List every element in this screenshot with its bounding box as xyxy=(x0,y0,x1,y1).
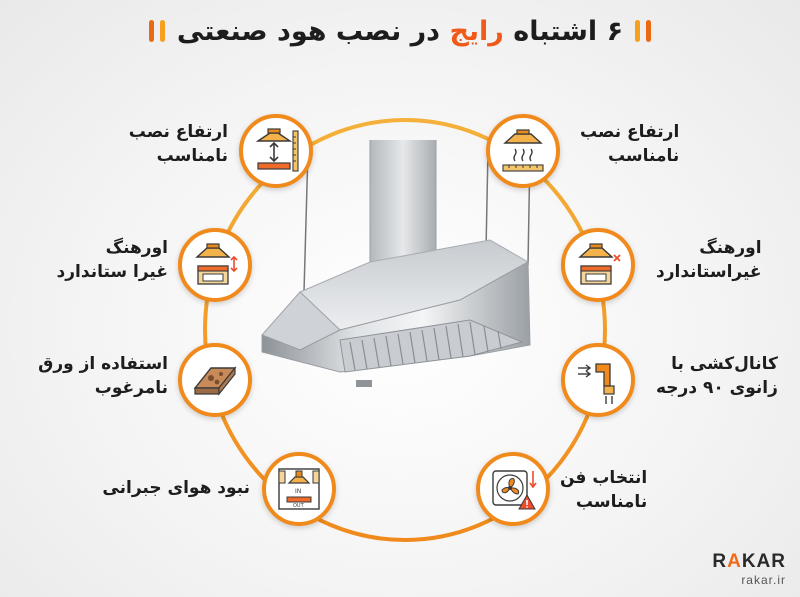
title-deco-bar xyxy=(646,20,652,42)
label-left-1: ارتفاع نصب نامناسب xyxy=(129,120,228,168)
icon-circle-left-1 xyxy=(239,114,313,188)
label-left-2-line2: غیرا ستاندارد xyxy=(56,262,168,282)
hood-filters xyxy=(339,319,524,373)
diagram-out-label: OUT xyxy=(293,503,305,509)
grease-cup xyxy=(356,380,372,387)
label-left-1-line2: نامناسب xyxy=(156,146,228,166)
label-left-3: استفاده از ورق نامرغوب xyxy=(38,352,168,400)
label-left-4: نبود هوای جبرانی xyxy=(102,476,250,500)
icon-circle-left-2 xyxy=(178,228,252,302)
title-text-rest: در نصب هود صنعتی xyxy=(176,16,441,47)
label-right-2: اورهنگ غیراستاندارد xyxy=(656,236,762,284)
label-left-3-line1: استفاده از ورق xyxy=(38,354,168,374)
makeup-air-icon: IN OUT xyxy=(278,468,320,510)
duct-elbow-icon xyxy=(578,363,615,404)
title-deco-bar xyxy=(635,20,641,42)
label-right-3-line2: زانوی ۹۰ درجه xyxy=(656,378,778,398)
orange-ring xyxy=(203,118,607,542)
page-title: ۶ اشتباه رایج در نصب هود صنعتی xyxy=(0,16,800,47)
title-deco-bar xyxy=(148,20,154,42)
hood-stove-overhang-icon xyxy=(195,243,238,285)
label-right-4-line2: نامناسب xyxy=(575,492,648,512)
label-right-4: انتخاب فن نامناسب xyxy=(560,466,647,514)
label-right-3-line1: کانال‌کشی با xyxy=(671,354,778,374)
label-right-1: ارتفاع نصب نامناسب xyxy=(580,120,679,168)
label-left-2-line1: اورهنگ xyxy=(105,238,168,258)
title-text-accent: رایج xyxy=(449,16,504,47)
icon-circle-right-4 xyxy=(476,452,550,526)
label-right-2-line2: غیراستاندارد xyxy=(656,262,762,282)
label-left-1-line1: ارتفاع نصب xyxy=(128,122,228,142)
label-left-4-line1: نبود هوای جبرانی xyxy=(102,478,250,498)
label-left-2: اورهنگ غیرا ستاندارد xyxy=(57,236,168,284)
hood-height-icon xyxy=(255,128,299,172)
label-right-1-line1: ارتفاع نصب xyxy=(580,122,680,142)
brand-logo: RAKAR rakar.ir xyxy=(712,551,786,587)
chimney xyxy=(370,140,436,268)
icon-circle-right-1 xyxy=(486,114,560,188)
title-deco-bar xyxy=(159,20,165,42)
icon-circle-left-4: IN OUT xyxy=(262,452,336,526)
hood-stove-cross-icon xyxy=(578,243,621,285)
hood-heat-ruler-icon xyxy=(502,129,544,172)
brand-name: RAKAR xyxy=(712,551,786,572)
diagram-in-label: IN xyxy=(295,488,301,495)
brand-site: rakar.ir xyxy=(741,573,786,587)
label-left-3-line2: نامرغوب xyxy=(94,378,168,398)
metal-sheet-icon xyxy=(193,366,237,396)
title-text-main: اشتباه xyxy=(513,16,598,47)
label-right-3: کانال‌کشی با زانوی ۹۰ درجه xyxy=(656,352,778,400)
label-right-2-line1: اورهنگ xyxy=(699,238,762,258)
icon-circle-right-2 xyxy=(561,228,635,302)
fan-warning-icon xyxy=(492,470,537,510)
label-right-4-line1: انتخاب فن xyxy=(560,468,648,488)
icon-circle-left-3 xyxy=(178,343,252,417)
label-right-1-line2: نامناسب xyxy=(607,146,680,166)
title-number: ۶ xyxy=(606,16,624,47)
icon-circle-right-3 xyxy=(561,343,635,417)
